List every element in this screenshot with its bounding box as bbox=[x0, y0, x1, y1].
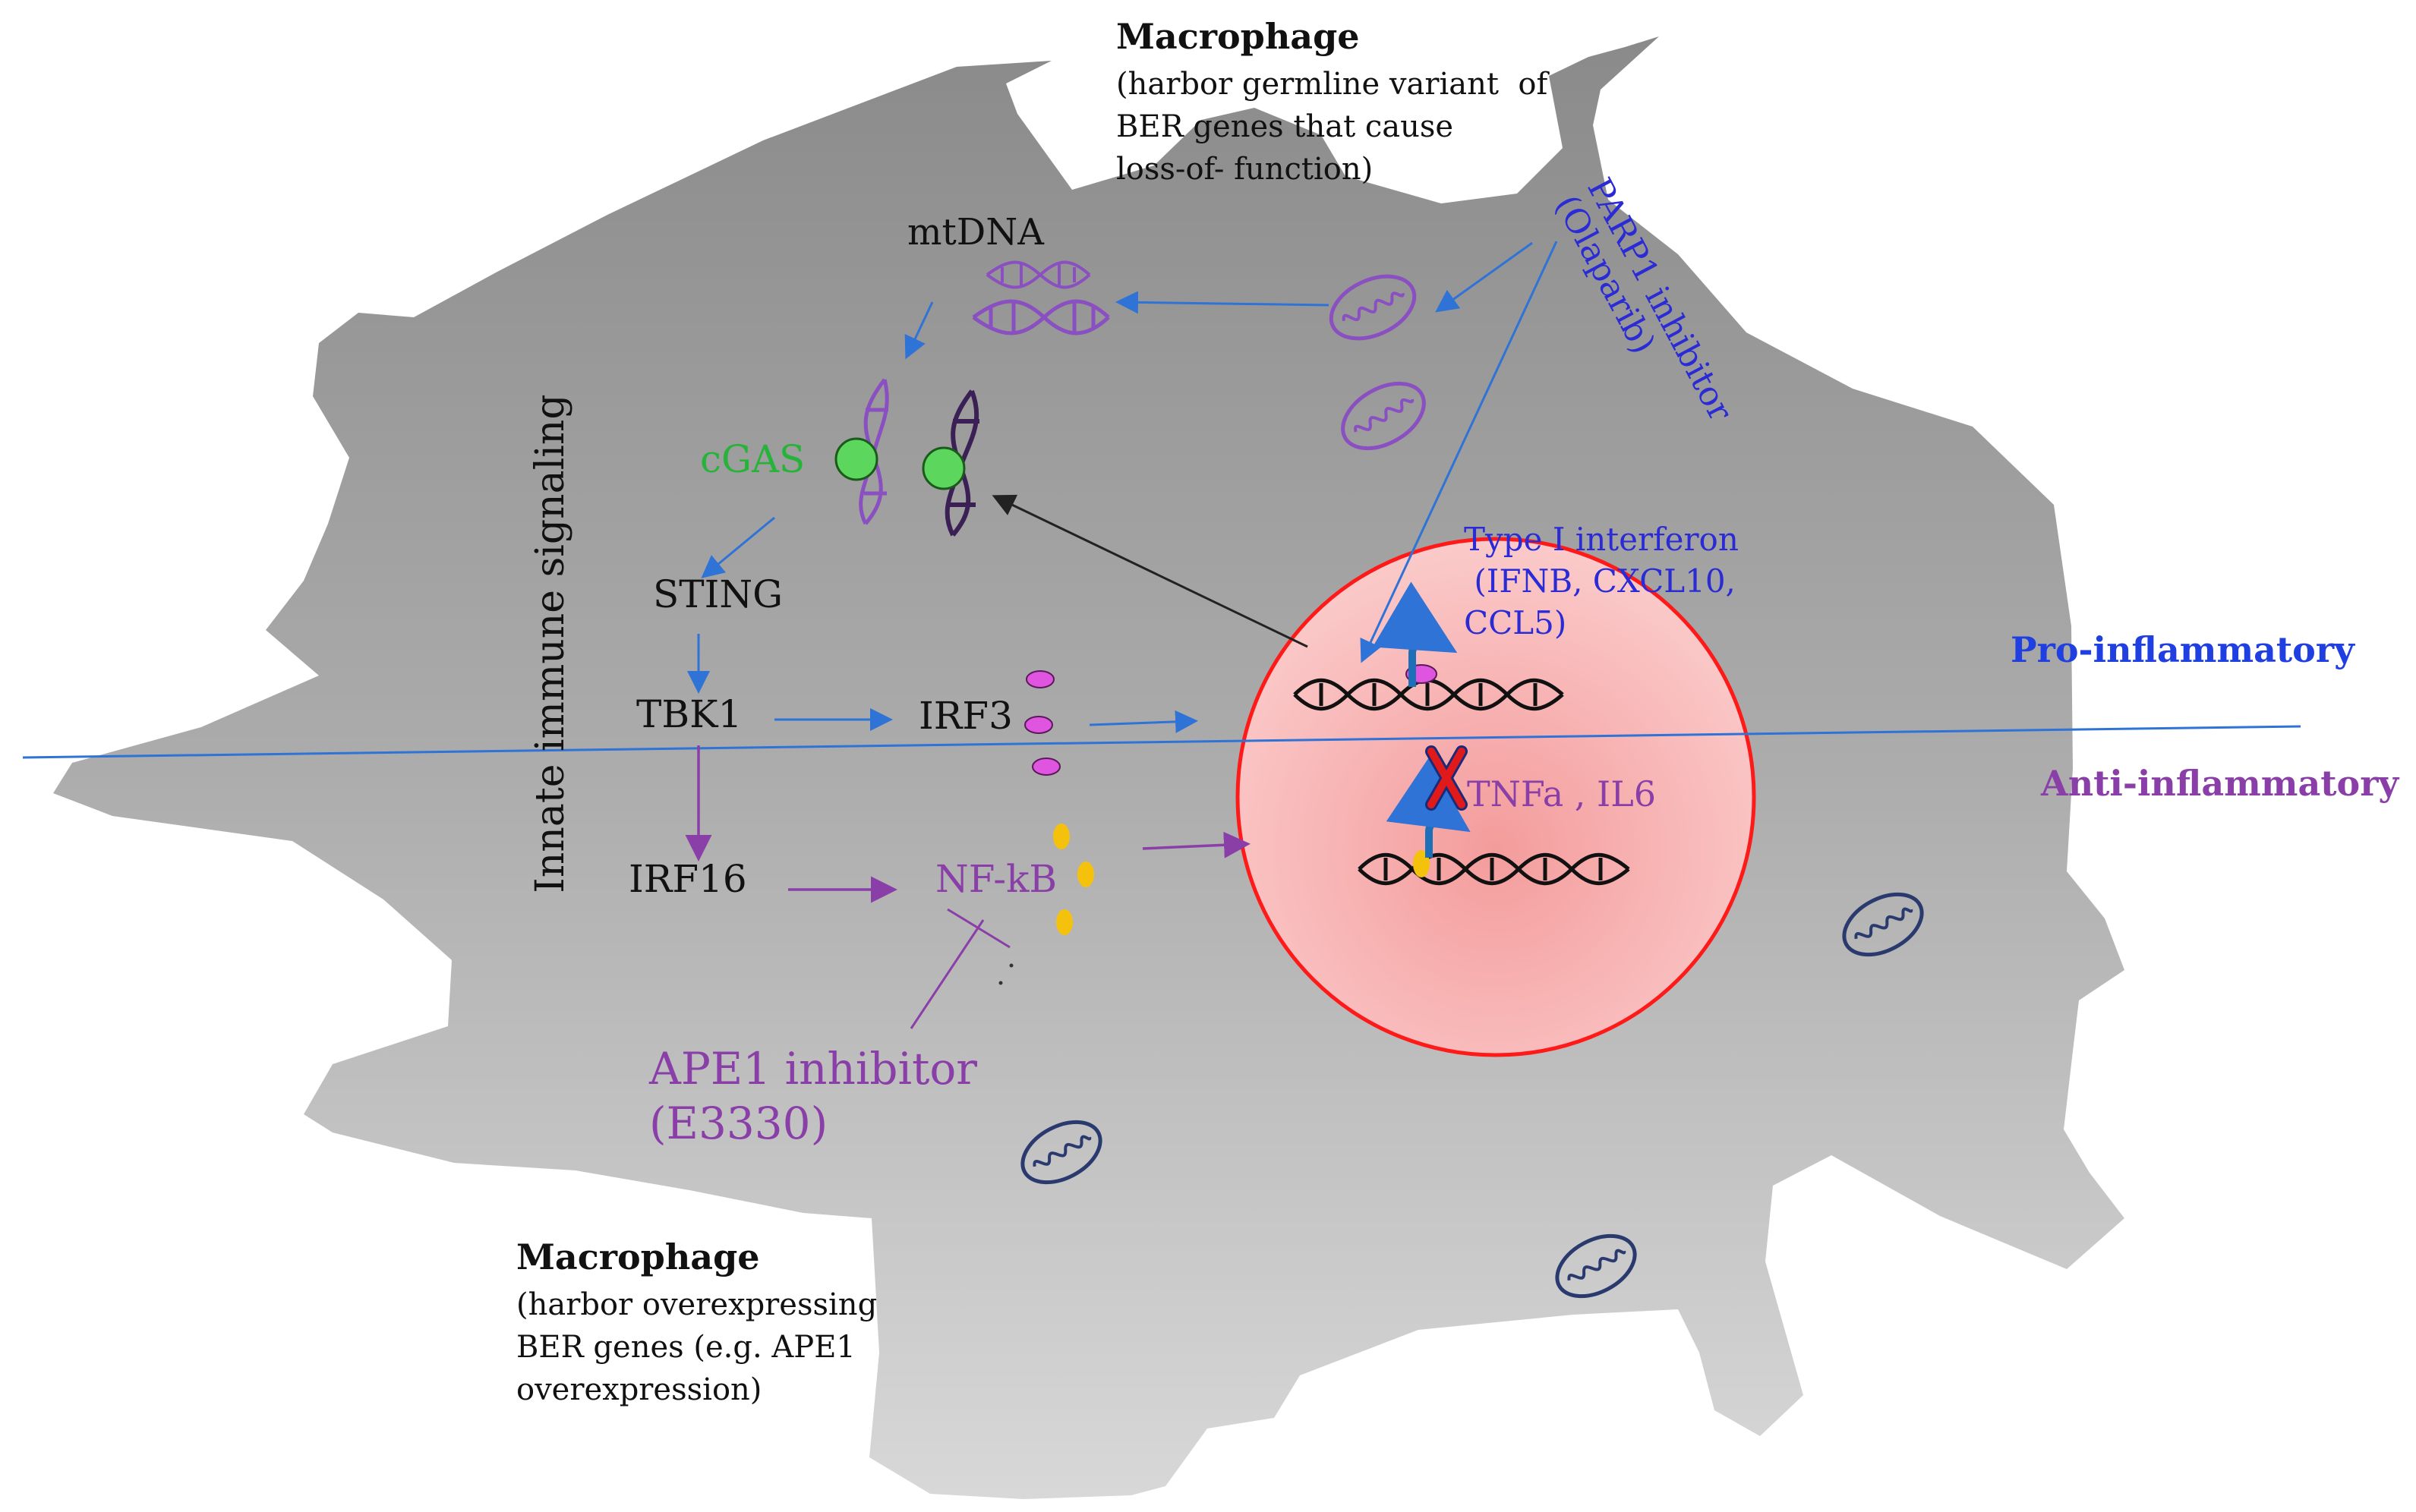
transcription-start-arrow-icon bbox=[1386, 758, 1471, 858]
nfkb-dot bbox=[1053, 824, 1070, 849]
mitochondrion-icon bbox=[1020, 1120, 1102, 1185]
tnfa-il6-label: TNFa , IL6 bbox=[1467, 773, 1656, 814]
stray-dot bbox=[998, 981, 1003, 985]
nfkb-dot bbox=[1056, 909, 1073, 935]
ape1-inhibitor-line-2: (E3330) bbox=[649, 1098, 828, 1149]
irf16-label: IRF16 bbox=[629, 857, 747, 901]
nfkb-label: NF-kB bbox=[935, 857, 1057, 901]
mitochondrion-icon bbox=[1341, 381, 1426, 451]
sting-label: STING bbox=[653, 572, 783, 616]
irf3-dot bbox=[1032, 758, 1061, 776]
mitochondrion-icon bbox=[1842, 892, 1924, 957]
pro-inflammatory-label: Pro-inflammatory bbox=[2011, 629, 2355, 670]
transcription-start-arrow-icon bbox=[1372, 581, 1458, 687]
arrow-parp-to-mito bbox=[1435, 241, 1533, 313]
mtdna-helix-large bbox=[972, 299, 1110, 335]
cgas-label: cGAS bbox=[700, 437, 805, 481]
nucleus bbox=[1235, 537, 1756, 1057]
arrow-nucleus-to-cytosolic-dna bbox=[992, 494, 1308, 648]
bottom-macrophage-desc-line-1: (harbor overexpressing bbox=[516, 1287, 877, 1322]
top-macrophage-desc-line-2: BER genes that cause bbox=[1116, 109, 1453, 144]
type-i-interferon-line-1: Type I interferon bbox=[1464, 521, 1739, 558]
stray-dot bbox=[1009, 963, 1014, 968]
bottom-macrophage-desc-line-2: BER genes (e.g. APE1 bbox=[516, 1330, 856, 1365]
ape1-inhibitor-line-1: APE1 inhibitor bbox=[648, 1043, 977, 1095]
irf3-label: IRF3 bbox=[919, 694, 1013, 738]
mtdna-label: mtDNA bbox=[907, 211, 1045, 254]
arrow-mtdna-to-cgas bbox=[904, 301, 934, 360]
arrow-mito-to-mtdna bbox=[1115, 291, 1329, 314]
macrophage-cell-body bbox=[53, 36, 2124, 1499]
type-i-interferon-line-3: CCL5) bbox=[1464, 604, 1566, 641]
innate-immune-signaling-label: Innate immune signaling bbox=[528, 394, 573, 893]
inflammation-divider-line bbox=[22, 725, 2301, 759]
blocked-cross-icon bbox=[1425, 745, 1468, 811]
mitochondrion-icon bbox=[1555, 1233, 1637, 1299]
type-i-interferon-line-2: (IFNB, CXCL10, bbox=[1464, 562, 1736, 600]
ape1-inhibition-bar bbox=[947, 908, 1011, 949]
irf3-dot bbox=[1026, 670, 1055, 688]
nuclear-dna-helix-lower bbox=[1358, 852, 1630, 886]
arrow-parp-to-nucleus-dna bbox=[1360, 241, 1558, 663]
bottom-macrophage-title: Macrophage bbox=[516, 1236, 760, 1277]
arrow-nfkb-to-nucleus bbox=[1142, 831, 1251, 858]
mtdna-helix-small bbox=[986, 260, 1091, 289]
top-macrophage-title: Macrophage bbox=[1116, 16, 1360, 57]
ape1-inhibition-line bbox=[910, 919, 985, 1029]
arrow-irf3-to-nucleus bbox=[1089, 710, 1198, 733]
anti-inflammatory-label: Anti-inflammatory bbox=[2040, 763, 2399, 804]
cgas-bound-dot-1 bbox=[834, 437, 878, 481]
tbk1-label: TBK1 bbox=[636, 692, 742, 736]
nfkb-dot bbox=[1077, 862, 1094, 887]
mitochondrion-icon bbox=[1329, 274, 1417, 341]
bottom-macrophage-desc-line-3: overexpression) bbox=[516, 1372, 762, 1407]
arrow-cgas-to-sting bbox=[701, 516, 775, 578]
top-macrophage-desc-line-1: (harbor germline variant of bbox=[1116, 67, 1550, 102]
irf3-dot bbox=[1024, 716, 1053, 734]
cgas-bound-dot-2 bbox=[922, 446, 966, 490]
top-macrophage-desc-line-3: loss-of- function) bbox=[1116, 152, 1373, 187]
